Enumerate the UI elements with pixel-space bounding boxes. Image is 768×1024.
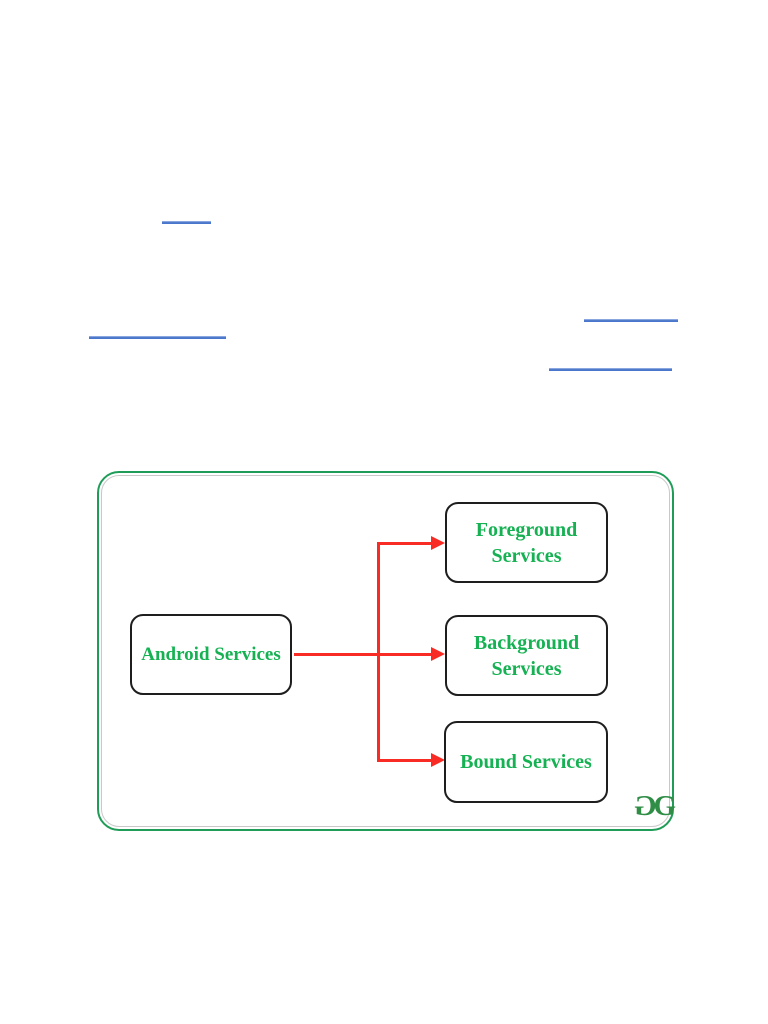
hyperlink-underline-1[interactable]	[162, 221, 211, 224]
arrow-line-to-background	[294, 653, 434, 656]
arrow-line-to-bound	[377, 759, 434, 762]
android-services-diagram: Android Services Foreground Services Bac…	[97, 471, 676, 831]
arrowhead-background-icon	[431, 647, 445, 661]
node-bound-services-label: Bound Services	[460, 751, 592, 773]
node-android-services-label: Android Services	[141, 643, 281, 665]
node-bound-services: Bound Services	[444, 721, 608, 803]
node-background-services-label: Background Services	[473, 631, 580, 680]
hyperlink-underline-4[interactable]	[549, 368, 672, 371]
node-background-services: Background Services	[445, 615, 608, 696]
arrowhead-foreground-icon	[431, 536, 445, 550]
logo-mirrored-g: G	[634, 790, 657, 822]
node-android-services: Android Services	[130, 614, 292, 695]
arrow-trunk-line	[377, 542, 380, 762]
hyperlink-underline-3[interactable]	[89, 336, 226, 339]
arrowhead-bound-icon	[431, 753, 445, 767]
node-foreground-services: Foreground Services	[445, 502, 608, 583]
arrow-line-to-foreground	[377, 542, 434, 545]
node-foreground-services-label: Foreground Services	[475, 518, 578, 567]
geeksforgeeks-logo: GG	[625, 790, 676, 822]
hyperlink-underline-2[interactable]	[584, 319, 678, 322]
logo-g: G	[653, 790, 676, 822]
